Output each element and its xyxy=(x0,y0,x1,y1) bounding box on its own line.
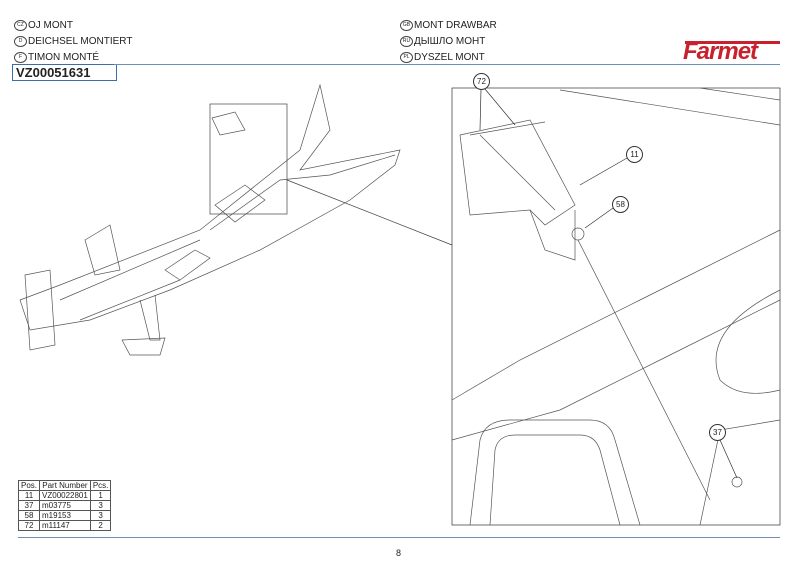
lang-gb-icon: GB xyxy=(400,20,413,31)
cell-pcs: 3 xyxy=(89,500,112,511)
title-text: ДЫШЛО МОНТ xyxy=(414,36,486,47)
header-divider xyxy=(114,64,780,65)
cell-pcs: 3 xyxy=(89,510,112,521)
cell-part-number: m11147 xyxy=(39,520,91,531)
cell-part-number: m03775 xyxy=(39,500,91,511)
lang-ru-icon: RU xyxy=(400,36,413,47)
cell-pos: 72 xyxy=(17,520,41,531)
lang-d-icon: D xyxy=(14,36,27,47)
header-pos: Pos. xyxy=(17,480,41,491)
header-part-number: Part Number xyxy=(39,480,91,491)
callout-72: 72 xyxy=(473,73,490,90)
header-pcs: Pcs. xyxy=(89,480,112,491)
assembly-code: VZ00051631 xyxy=(12,64,117,81)
title-text: DEICHSEL MONTIERT xyxy=(28,36,133,47)
cell-pos: 37 xyxy=(17,500,41,511)
cell-pcs: 2 xyxy=(89,520,112,531)
farmet-logo: Farmet xyxy=(683,38,780,66)
table-header: Pos. Part Number Pcs. xyxy=(17,480,112,491)
cell-pos: 11 xyxy=(17,490,41,501)
drawbar-overview xyxy=(19,83,453,356)
page-number: 8 xyxy=(396,548,402,558)
callout-58: 58 xyxy=(612,196,629,213)
cell-pos: 58 xyxy=(17,510,41,521)
cell-part-number: m19153 xyxy=(39,510,91,521)
title-text: DYSZEL MONT xyxy=(414,52,485,63)
footer-divider xyxy=(18,537,780,538)
detail-view xyxy=(451,87,781,526)
title-text: TIMON MONTÉ xyxy=(28,52,100,63)
callout-37: 37 xyxy=(709,424,726,441)
cell-pcs: 1 xyxy=(89,490,112,501)
title-text: MONT DRAWBAR xyxy=(414,20,497,31)
cell-part-number: VZ00022801 xyxy=(39,490,91,501)
title-text: OJ MONT xyxy=(28,20,73,31)
lang-cz-icon: CZ xyxy=(14,20,27,31)
lang-pl-icon: PL xyxy=(400,52,413,63)
leader-lines xyxy=(479,88,738,479)
callout-11: 11 xyxy=(626,146,643,163)
lang-f-icon: F xyxy=(14,52,27,63)
